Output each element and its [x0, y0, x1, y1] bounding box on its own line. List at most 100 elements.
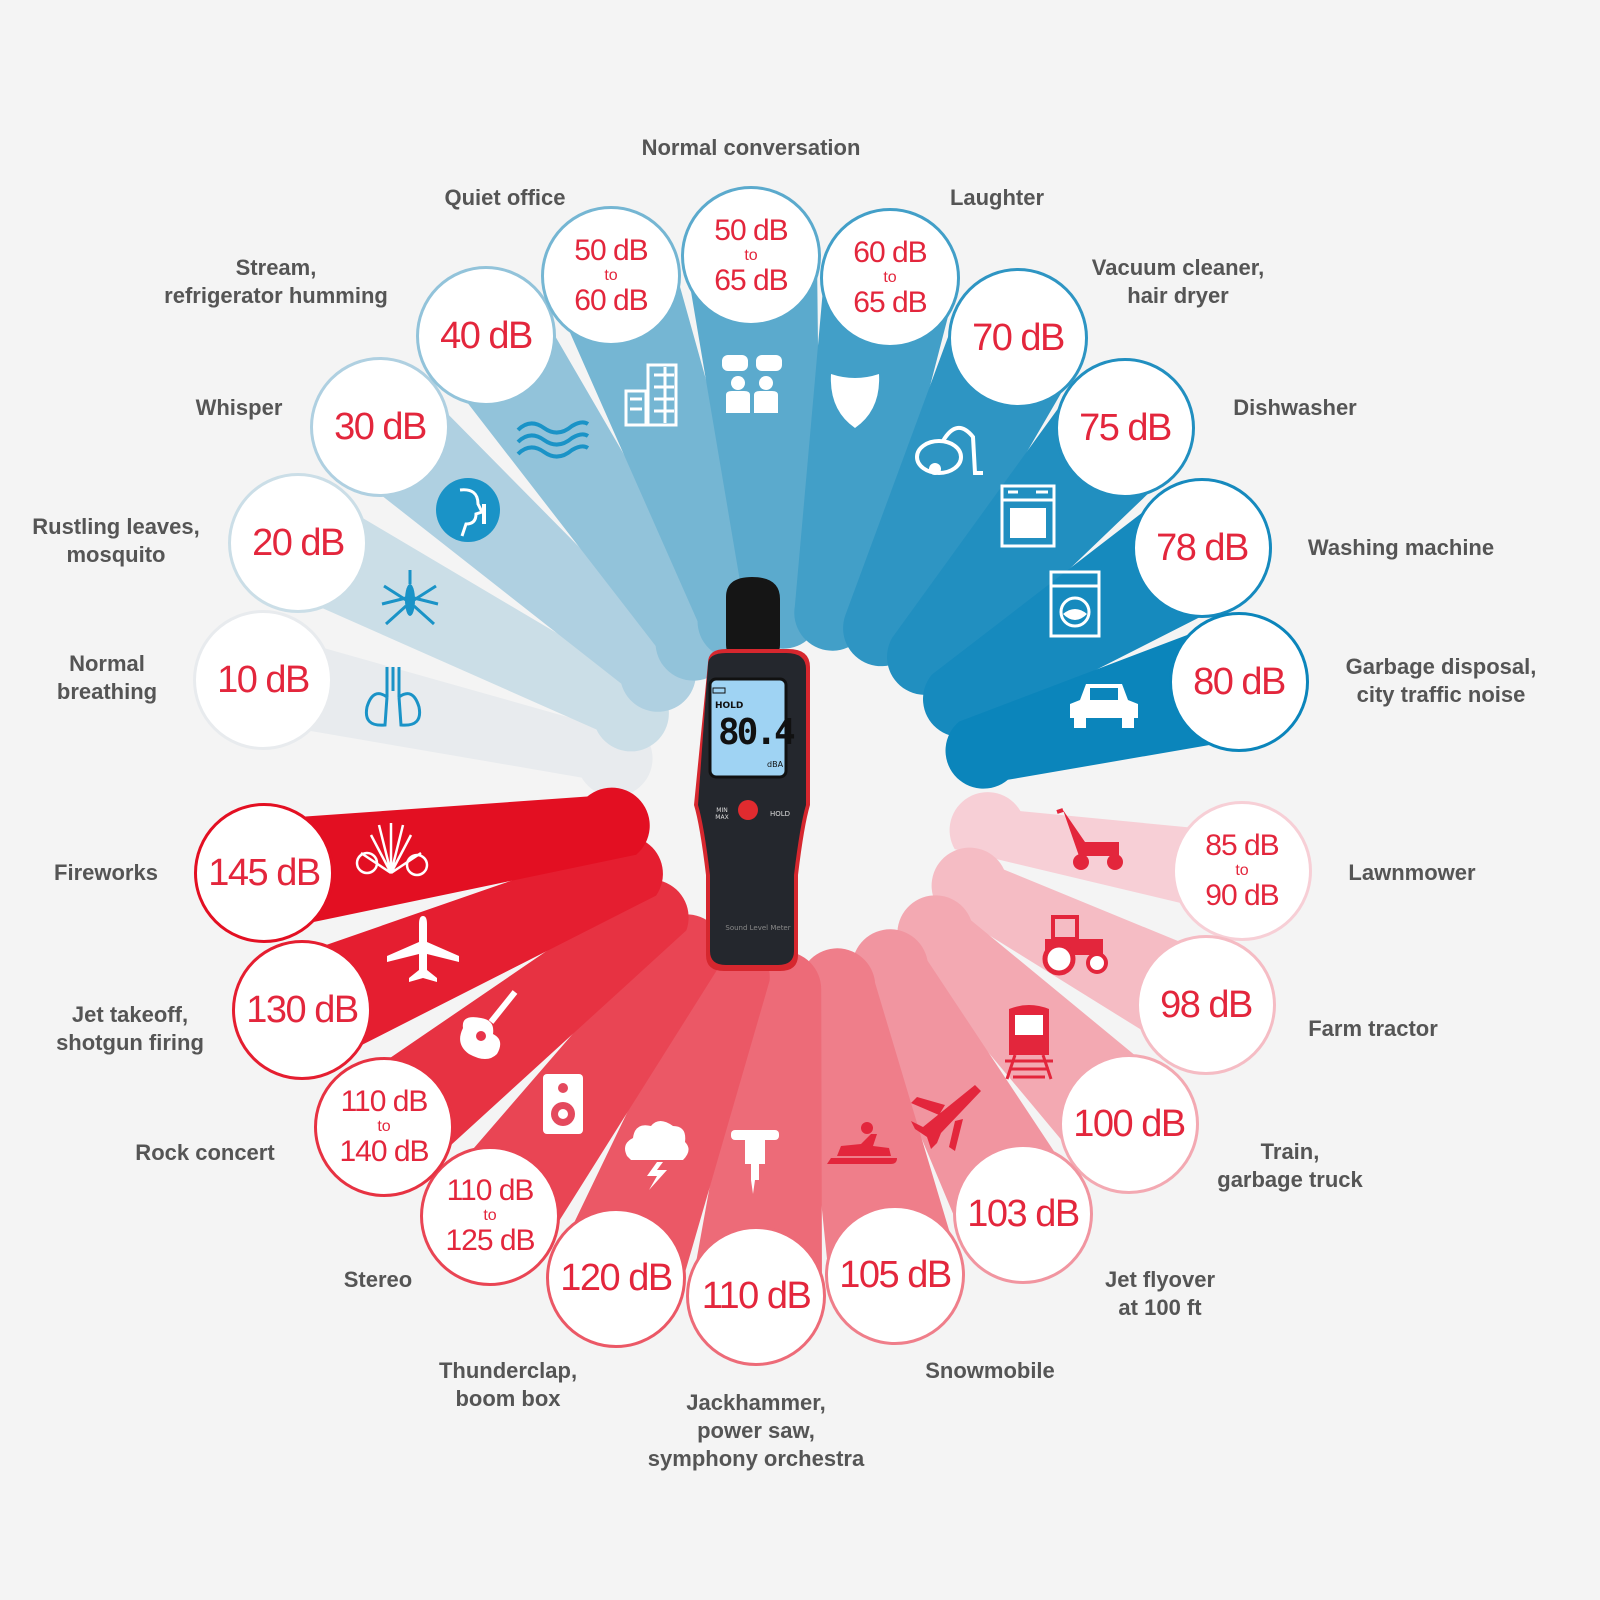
level-circle: 40 dB [416, 266, 556, 406]
level-value: 80 dB [1193, 661, 1286, 703]
level-range-to: 65 dB [714, 264, 788, 297]
level-circle: 103 dB [953, 1144, 1093, 1284]
level-range-to: 65 dB [853, 286, 927, 319]
level-label: Rock concert [135, 1140, 275, 1165]
level-label: Garbage disposal, city traffic noise [1345, 654, 1537, 707]
level-value: 105 dB [839, 1254, 952, 1296]
level-value: 78 dB [1156, 527, 1249, 569]
level-value: 70 dB [972, 317, 1065, 359]
level-label: Farm tractor [1308, 1016, 1438, 1041]
level-label: Stream, refrigerator humming [164, 255, 388, 308]
level-range-to: 60 dB [574, 284, 648, 317]
snowmobile-icon [827, 1122, 897, 1164]
level-label: Rustling leaves, mosquito [32, 514, 200, 567]
guitar-icon [460, 990, 518, 1059]
washing-machine-icon [1049, 570, 1101, 638]
level-circle: 78 dB [1132, 478, 1272, 618]
level-label: Thunderclap, boom box [438, 1358, 578, 1411]
level-range-separator: to [883, 269, 897, 286]
minmax-button: MIN MAX [715, 807, 729, 821]
level-label: Stereo [343, 1267, 413, 1292]
level-label: Jackhammer, power saw, symphony orchestr… [647, 1390, 865, 1471]
thunderstorm-icon [625, 1121, 689, 1190]
conversation-icon [722, 355, 782, 413]
level-range-to: 90 dB [1205, 879, 1279, 912]
fan-wedge [685, 256, 821, 649]
level-label: Jet takeoff, shotgun firing [56, 1002, 204, 1055]
waves-icon [516, 420, 590, 459]
level-label: Dishwasher [1233, 395, 1357, 420]
level-label: Train, garbage truck [1217, 1139, 1363, 1192]
lcd-reading: 80.4 [718, 712, 796, 753]
fan-wedge [799, 948, 961, 1281]
airplane-icon [387, 916, 459, 982]
train-icon [1005, 1005, 1053, 1080]
lungs-icon [364, 667, 422, 727]
lcd-unit: dBA [767, 760, 784, 769]
level-range-separator: to [483, 1207, 497, 1224]
level-label: Fireworks [54, 860, 158, 885]
level-label: Quiet office [444, 185, 566, 210]
level-label: Whisper [195, 395, 283, 420]
mosquito-icon [381, 570, 439, 626]
level-value: 130 dB [246, 989, 359, 1031]
level-range-separator: to [1235, 862, 1249, 879]
level-circle: 10 dB [193, 610, 333, 750]
level-range-separator: to [744, 247, 758, 264]
jackhammer-icon [731, 1130, 779, 1194]
level-circle: 20 dB [228, 473, 368, 613]
level-value: 110 dB [701, 1275, 812, 1317]
level-circle: 75 dB [1055, 358, 1195, 498]
level-range-from: 50 dB [714, 214, 788, 247]
jet-flyover-icon [911, 1085, 981, 1151]
level-range-separator: to [604, 267, 618, 284]
level-value: 40 dB [440, 315, 533, 357]
level-label: Jet flyover at 100 ft [1104, 1267, 1216, 1320]
level-value: 10 dB [217, 659, 310, 701]
level-range-separator: to [377, 1118, 391, 1135]
level-circle: 100 dB [1059, 1054, 1199, 1194]
laughing-mask-icon [830, 374, 880, 428]
level-label: Lawnmower [1348, 860, 1476, 885]
level-circle: 70 dB [948, 268, 1088, 408]
meter-brand: Sound Level Meter [725, 924, 791, 932]
level-range-from: 85 dB [1205, 829, 1279, 862]
fireworks-icon [355, 823, 429, 877]
level-label: Vacuum cleaner, hair dryer [1091, 255, 1265, 308]
level-range-to: 125 dB [445, 1224, 535, 1257]
level-label: Normal conversation [641, 135, 861, 160]
level-value: 103 dB [967, 1193, 1080, 1235]
vacuum-cleaner-icon [915, 426, 983, 475]
lcd-hold-indicator: HOLD [715, 701, 744, 711]
car-icon [1070, 684, 1138, 728]
level-range-from: 60 dB [853, 236, 927, 269]
level-label: Washing machine [1307, 535, 1495, 560]
office-building-icon [624, 363, 678, 427]
level-value: 30 dB [334, 406, 427, 448]
level-circle: 30 dB [310, 357, 450, 497]
level-label: Laughter [949, 185, 1045, 210]
fan-wedge [690, 951, 822, 1296]
dishwasher-icon [1000, 484, 1056, 548]
level-circle: 120 dB [546, 1208, 686, 1348]
level-value: 120 dB [560, 1257, 673, 1299]
whisper-icon [436, 478, 500, 542]
level-value: 20 dB [252, 522, 345, 564]
level-range-from: 110 dB [340, 1085, 429, 1118]
level-value: 75 dB [1079, 407, 1172, 449]
level-circle: 80 dB [1169, 612, 1309, 752]
fan-wedge [420, 330, 732, 681]
level-value: 100 dB [1073, 1103, 1186, 1145]
level-circle: 145 dB [194, 803, 334, 943]
speaker-icon [543, 1074, 583, 1134]
level-label: Normal breathing [56, 651, 158, 704]
level-value: 145 dB [208, 852, 321, 894]
sound-level-meter [694, 577, 810, 971]
